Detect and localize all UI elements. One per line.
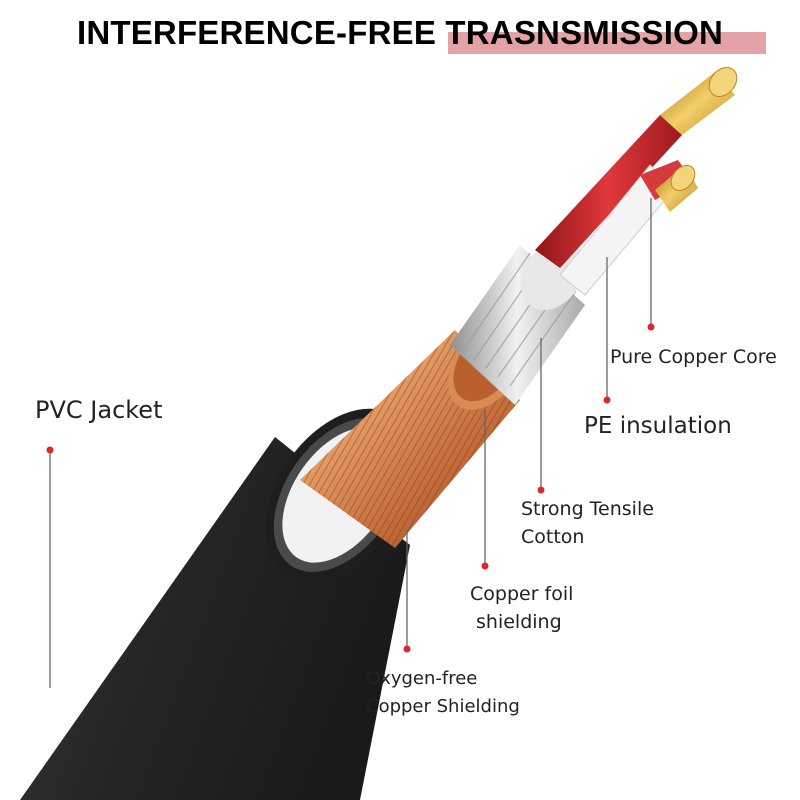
marker-copper-foil — [481, 562, 489, 570]
callout-lines — [49, 198, 652, 688]
title-highlight-bar — [448, 32, 766, 54]
label-oxygen-free-copper-shielding: Oxygen-free Copper Shielding — [366, 665, 520, 721]
label-line: Copper foil — [470, 583, 574, 605]
label-strong-tensile-cotton: Strong Tensile Cotton — [521, 495, 654, 551]
label-pvc-jacket: PVC Jacket — [35, 396, 163, 424]
label-line: Strong Tensile — [521, 498, 654, 520]
marker-copper-core — [647, 323, 655, 331]
callout-markers — [46, 323, 655, 653]
white-insulated-conductor — [559, 160, 698, 296]
marker-oxygen-free — [403, 645, 411, 653]
label-pure-copper-core: Pure Copper Core — [610, 346, 777, 368]
page-title: INTERFERENCE-FREE TRASNSMISSION — [76, 14, 724, 51]
label-pe-insulation: PE insulation — [584, 413, 732, 439]
marker-tensile-cotton — [537, 486, 545, 494]
label-line: shielding — [476, 611, 562, 633]
marker-pvc-jacket — [46, 446, 54, 454]
label-line: Oxygen-free — [366, 668, 478, 689]
label-copper-foil-shielding: Copper foil shielding — [470, 580, 573, 636]
label-line: Cotton — [521, 526, 585, 548]
red-insulated-conductor — [535, 67, 738, 268]
marker-pe-insulation — [603, 396, 611, 404]
label-line: Copper Shielding — [366, 696, 520, 717]
